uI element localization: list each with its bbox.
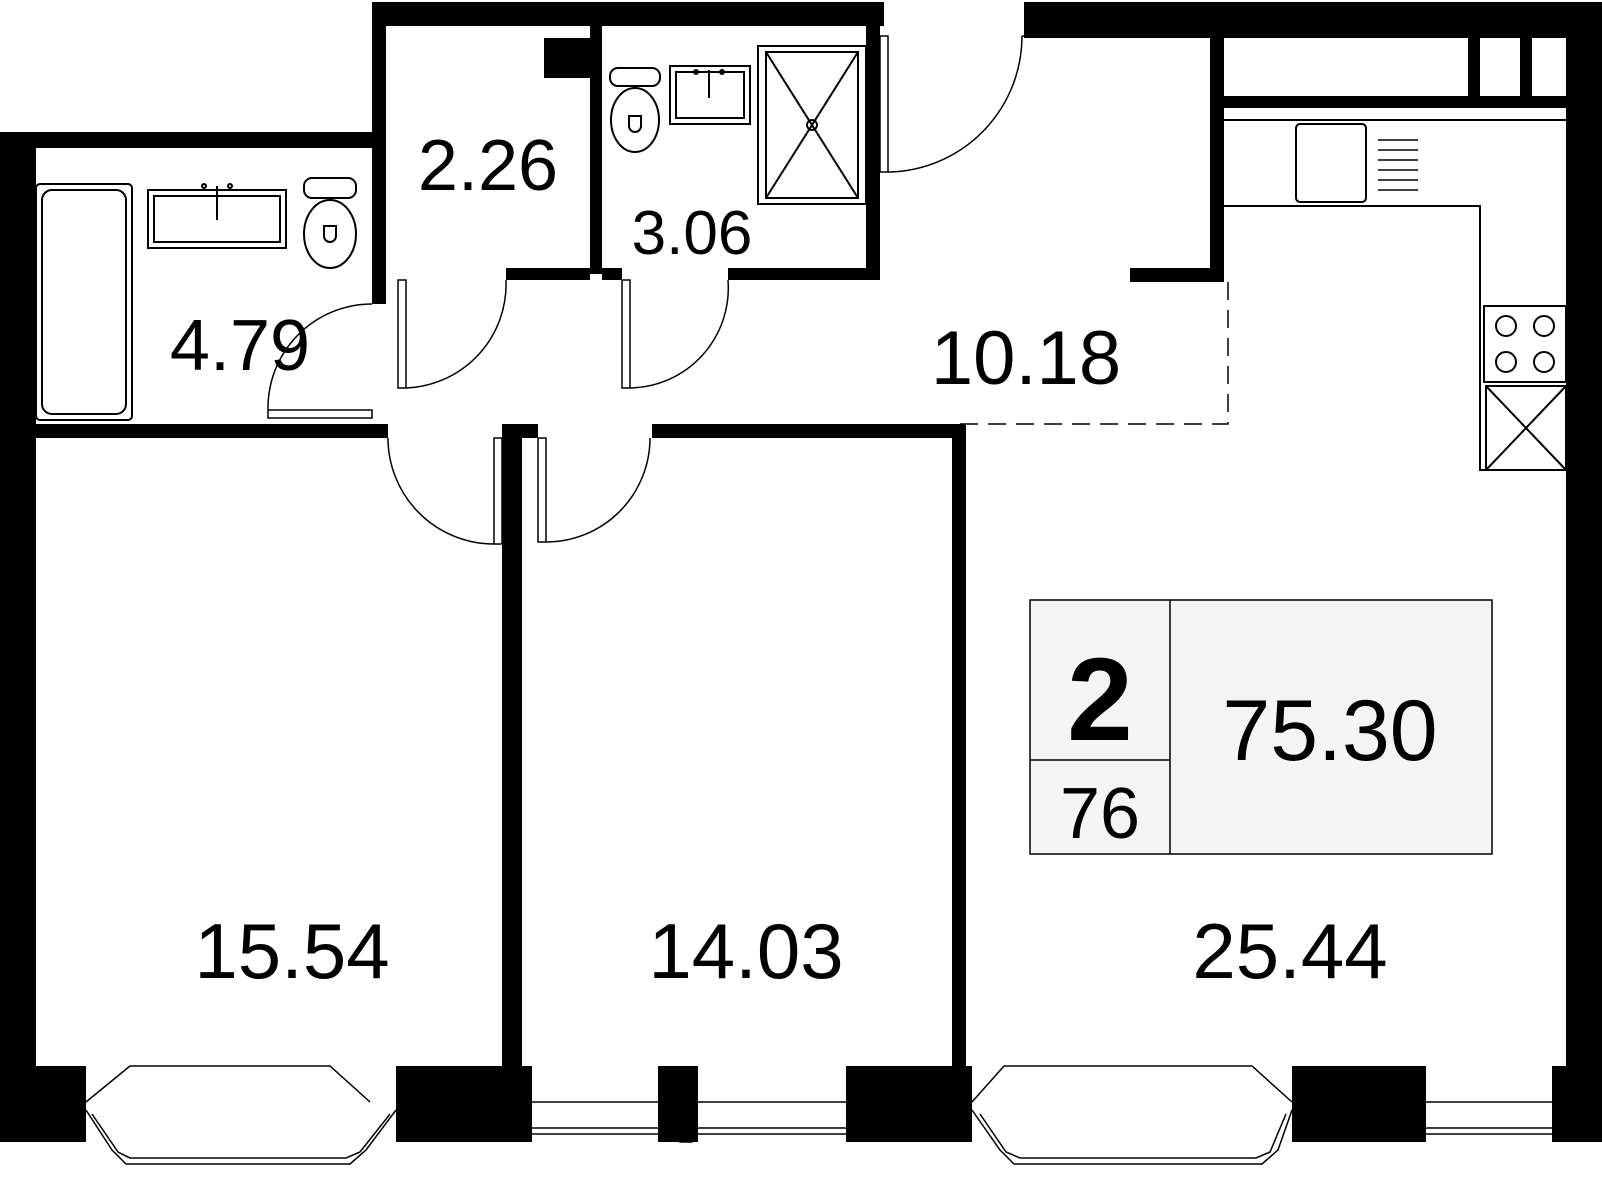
fixtures xyxy=(35,45,1567,471)
sink-icon-2 xyxy=(669,65,751,125)
area-closet: 2.26 xyxy=(418,126,558,206)
area-shower-room: 3.06 xyxy=(632,199,753,268)
bathtub-icon xyxy=(35,183,133,421)
toilet-icon-2 xyxy=(609,67,661,153)
area-kitchen-living: 25.44 xyxy=(1192,907,1387,995)
apartment-info-box: 2 76 75.30 xyxy=(1029,599,1493,855)
toilet-icon xyxy=(303,177,357,269)
apartment-number: 76 xyxy=(1060,774,1140,854)
doors xyxy=(267,35,1024,545)
drainboard-icon xyxy=(1378,139,1418,191)
sink-icon xyxy=(147,183,287,249)
area-bedroom-middle: 14.03 xyxy=(648,907,843,995)
shower-icon xyxy=(757,45,867,205)
area-bedroom-left: 15.54 xyxy=(194,907,389,995)
stove-icon xyxy=(1483,305,1567,383)
area-hallway: 10.18 xyxy=(931,316,1121,401)
zone-divider xyxy=(960,282,1229,425)
total-area: 75.30 xyxy=(1222,683,1437,779)
rooms-count: 2 xyxy=(1067,634,1133,766)
fridge-icon xyxy=(1485,385,1567,471)
room-labels: 4.79 2.26 3.06 10.18 15.54 14.03 25.44 xyxy=(170,126,1388,995)
walls xyxy=(0,2,1602,1142)
area-bathroom: 4.79 xyxy=(170,306,310,386)
windows xyxy=(85,1065,1552,1165)
